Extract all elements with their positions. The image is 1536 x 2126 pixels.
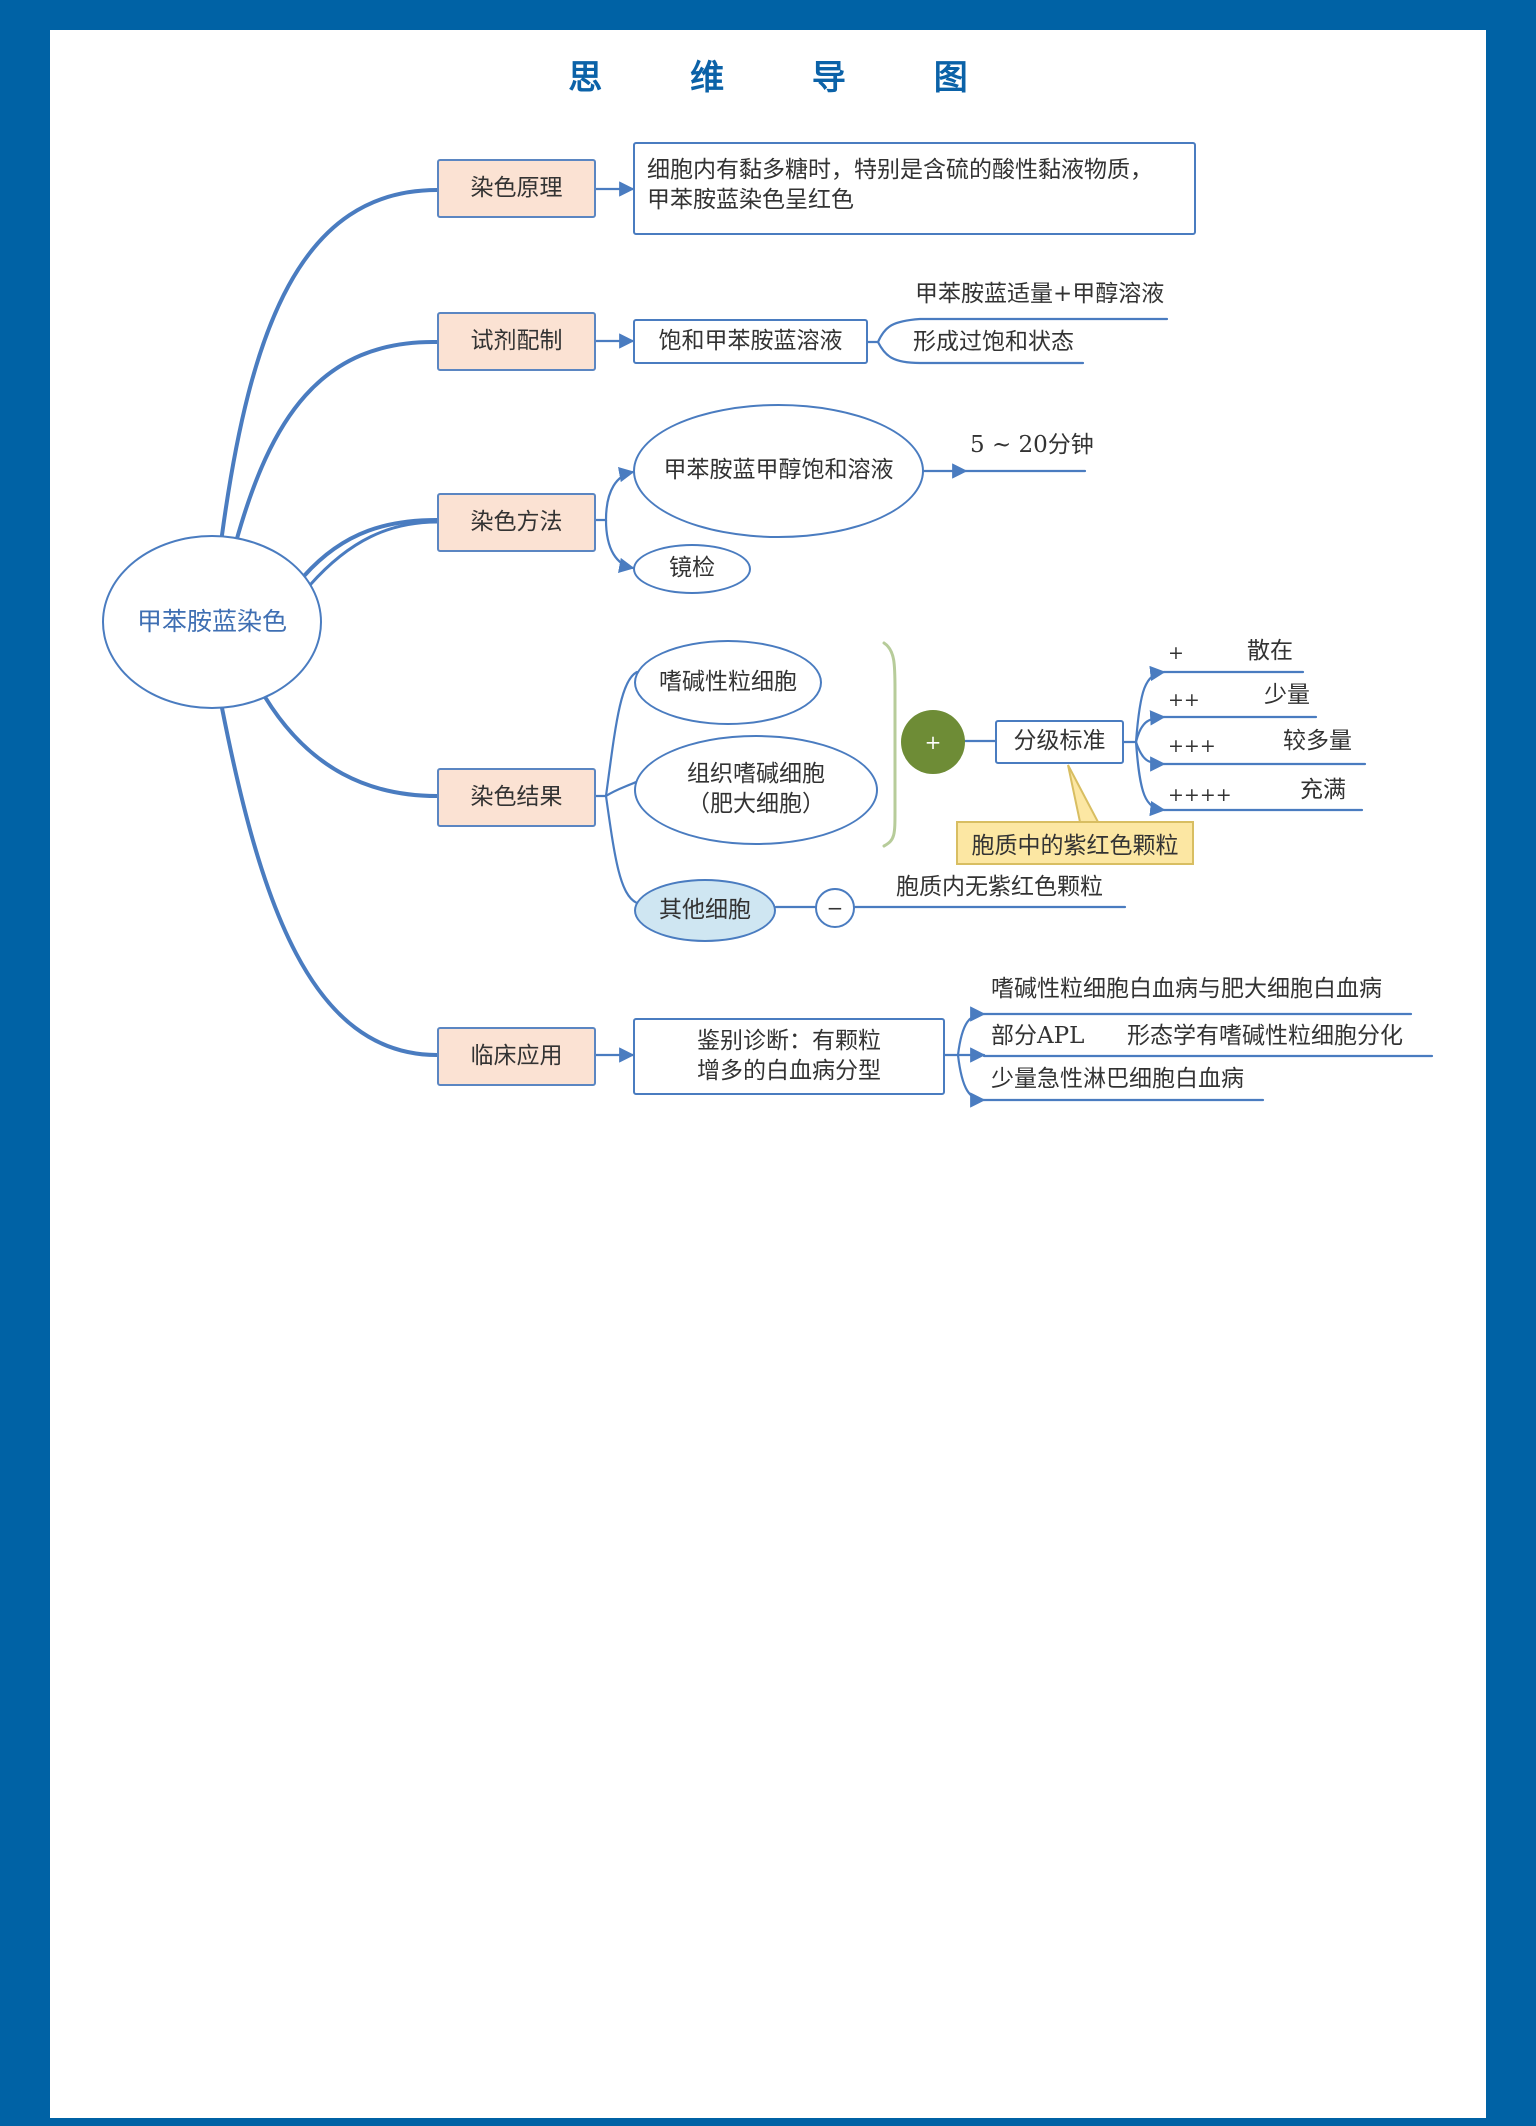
clinical-item-2-detail: 形态学有嗜碱性粒细胞分化 — [1127, 1023, 1403, 1049]
reagent-node: 饱和甲苯胺蓝溶液 — [633, 319, 868, 364]
grade-sign-1: + — [1168, 642, 1184, 664]
category-method: 染色方法 — [437, 493, 596, 552]
clinical-node-line1: 鉴别诊断：有颗粒 — [697, 1027, 881, 1054]
result-other-cells-node: 其他细胞 — [634, 879, 776, 942]
page-title: 思 维 导 图 — [568, 58, 1006, 98]
result-mastcell-line2: （肥大细胞） — [687, 791, 825, 817]
category-clinical: 临床应用 — [437, 1027, 596, 1086]
result-mastcell-line1: 组织嗜碱细胞 — [687, 761, 825, 788]
grade-desc-3: 较多量 — [1283, 728, 1352, 754]
category-reagent: 试剂配制 — [437, 312, 596, 371]
method-solution-node: 甲苯胺蓝甲醇饱和溶液 — [633, 404, 924, 538]
clinical-item-2: 部分APL — [991, 1023, 1085, 1049]
result-mastcell-node: 组织嗜碱细胞 （肥大细胞） — [634, 735, 878, 845]
grade-desc-2: 少量 — [1264, 682, 1310, 708]
root-node: 甲苯胺蓝染色 — [102, 535, 322, 709]
positive-circle: + — [901, 710, 965, 774]
category-result: 染色结果 — [437, 768, 596, 827]
clinical-item-3: 少量急性淋巴细胞白血病 — [991, 1066, 1244, 1092]
clinical-node: 鉴别诊断：有颗粒 增多的白血病分型 — [633, 1018, 945, 1095]
reagent-item-2: 形成过饱和状态 — [913, 329, 1074, 355]
negative-circle: − — [815, 888, 855, 928]
principle-detail-line2: 甲苯胺蓝染色呈红色 — [647, 186, 854, 213]
result-basophil-node: 嗜碱性粒细胞 — [634, 640, 822, 725]
grade-sign-3: +++ — [1168, 735, 1216, 757]
reagent-item-1: 甲苯胺蓝适量+甲醇溶液 — [915, 281, 1165, 307]
method-exam-node: 镜检 — [633, 544, 751, 594]
clinical-item-1: 嗜碱性粒细胞白血病与肥大细胞白血病 — [991, 976, 1382, 1002]
grade-sign-2: ++ — [1168, 689, 1200, 711]
principle-detail: 细胞内有黏多糖时，特别是含硫的酸性黏液物质， 甲苯胺蓝染色呈红色 — [633, 142, 1196, 235]
method-time: 5 ~ 20分钟 — [970, 432, 1094, 458]
negative-desc: 胞质内无紫红色颗粒 — [896, 874, 1103, 900]
grade-desc-1: 散在 — [1247, 638, 1293, 664]
grade-sign-4: ++++ — [1168, 784, 1232, 806]
category-principle: 染色原理 — [437, 159, 596, 218]
grade-desc-4: 充满 — [1300, 777, 1346, 803]
clinical-node-line2: 增多的白血病分型 — [697, 1057, 881, 1084]
principle-detail-line1: 细胞内有黏多糖时，特别是含硫的酸性黏液物质， — [647, 157, 1153, 183]
grading-node: 分级标准 — [995, 720, 1124, 764]
callout-note: 胞质中的紫红色颗粒 — [956, 821, 1194, 865]
